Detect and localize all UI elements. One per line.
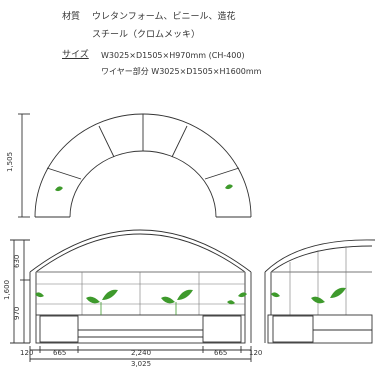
height-upper-label: 630 (13, 255, 21, 268)
height-total-label: 1,600 (3, 280, 11, 300)
side-view (264, 239, 376, 344)
plan-leaf-icon-1 (55, 186, 63, 192)
leaf-icon-5 (35, 292, 44, 298)
side-leaf-icon-2 (330, 287, 346, 298)
height-lower-label: 970 (13, 307, 21, 320)
width-part-5: 120 (249, 349, 262, 357)
wire-arch-outer (29, 229, 252, 273)
leaf-icon-4 (177, 289, 193, 300)
width-part-3: 2,240 (131, 349, 151, 357)
plan-leaf-icon-2 (225, 184, 233, 190)
leaf-icon-6 (238, 292, 247, 298)
side-seat-base (267, 314, 373, 344)
plan-divider-5 (204, 167, 240, 180)
leaf-icon-3 (161, 296, 175, 304)
leaf-icon-7 (227, 300, 235, 305)
plan-divider-1 (46, 167, 82, 180)
width-part-4: 665 (214, 349, 227, 357)
side-plants (271, 287, 346, 304)
front-view (10, 229, 252, 362)
size-label: サイズ (62, 50, 89, 60)
plan-divider-4 (171, 125, 188, 158)
seat-base (35, 314, 246, 344)
plan-inner-arc (69, 150, 217, 218)
width-part-1: 120 (20, 349, 33, 357)
leaf-icon-1 (86, 296, 100, 304)
side-leaf-icon-1 (311, 296, 325, 304)
width-part-2: 665 (53, 349, 66, 357)
material-label: 材質 (62, 12, 81, 22)
size-line2: ワイヤー部分 W3025×D1505×H1600mm (101, 67, 262, 76)
front-plants (35, 289, 247, 305)
plan-depth-label: 1,505 (6, 152, 14, 172)
wire-arch-inner (35, 233, 246, 273)
side-leaf-icon-3 (271, 292, 280, 298)
size-line1: W3025×D1505×H970mm (CH-400) (101, 51, 245, 60)
plan-view (18, 113, 252, 218)
side-cushion (272, 315, 314, 343)
leaf-icon-2 (102, 289, 118, 300)
cushion-right (202, 315, 242, 343)
cushion-left (39, 315, 79, 343)
material-line2: スチール（クロムメッキ） (92, 30, 201, 40)
side-wire-outer (264, 239, 376, 273)
width-total-label: 3,025 (131, 360, 151, 368)
material-line1: ウレタンフォーム、ビニール、造花 (92, 12, 236, 22)
plan-divider-2 (98, 125, 115, 158)
